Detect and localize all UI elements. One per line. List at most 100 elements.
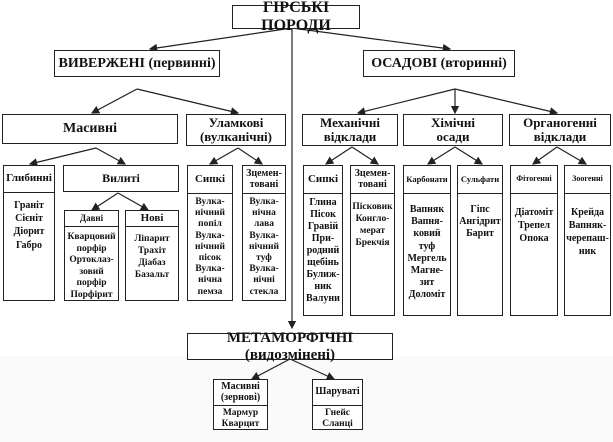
new-list: Ліпарит Трахіт Діабаз Базальт xyxy=(126,227,178,282)
phyto-header: Фітогенні xyxy=(511,166,557,194)
list-item: нічні xyxy=(253,275,275,286)
arrow-sed-organogenic xyxy=(454,88,559,116)
list-item: Булиж- xyxy=(306,269,340,280)
chemical-box: Хімічні осади xyxy=(403,114,503,146)
arrow-clastic-loose xyxy=(208,147,239,165)
old-list: Кварцовий порфір Ортоклаз- зовий порфір … xyxy=(65,227,118,301)
list-item: ник xyxy=(314,281,332,292)
list-item: нічний xyxy=(195,241,225,252)
list-item: щебінь xyxy=(307,257,339,268)
arrow-massive-deep xyxy=(28,147,97,167)
bottom-background xyxy=(0,356,613,442)
arrow-org-phyto xyxy=(532,146,558,165)
sulfates-column: Сульфати Гіпс Ангідрит Барит xyxy=(457,165,503,316)
list-item: Ортоклаз- xyxy=(69,255,114,266)
arrow-meta-layered xyxy=(289,358,336,380)
list-item: пісок xyxy=(198,253,222,264)
meta-massive-header: Масивні (зернові) xyxy=(214,380,267,406)
list-item: Вулка- xyxy=(195,230,225,241)
deep-list: Граніт Сієніт Діорит Габро xyxy=(4,193,54,252)
list-item: Вулка- xyxy=(249,230,279,241)
list-item: Сланці xyxy=(322,419,353,430)
effusive-label: Вилиті xyxy=(102,170,140,185)
old-column: Давні Кварцовий порфір Ортоклаз- зовий п… xyxy=(64,210,119,301)
meta-massive-list: Мармур Кварцит xyxy=(214,406,267,431)
new-column: Нові Ліпарит Трахіт Діабаз Базальт xyxy=(125,210,179,301)
list-item: Мергель xyxy=(407,252,447,264)
list-item: Валуни xyxy=(306,293,340,304)
list-item: Вапняк- xyxy=(568,220,607,231)
mech-cemented-column: Зцемен- товані Пісковик Конгло- мерат Бр… xyxy=(350,165,395,316)
root-box: ГІРСЬКІ ПОРОДИ xyxy=(232,0,360,34)
mech-loose-column: Сипкі Глина Пісок Гравій При- родний щеб… xyxy=(303,165,343,316)
list-item: Вапня- xyxy=(411,216,443,228)
chemical-label-1: Хімічні xyxy=(431,114,475,130)
arrow-chem-carbonates xyxy=(426,146,456,165)
meta-layered-list: Гнейс Сланці xyxy=(313,406,362,431)
organogenic-box: Органогенні відклади xyxy=(509,114,611,146)
list-item: мерат xyxy=(359,225,386,236)
organogenic-label-2: відклади xyxy=(533,129,587,144)
arrow-effusive-old xyxy=(90,192,119,211)
mechanical-label-2: відклади xyxy=(323,129,377,144)
list-item: Пісок xyxy=(310,209,336,220)
phyto-list: Діатоміт Трепел Опока xyxy=(511,194,557,245)
arrow-meta-massive xyxy=(250,358,291,380)
list-item: лава xyxy=(254,219,274,230)
clastic-cemented-column: Зцемен- товані Вулка- нічна лава Вулка- … xyxy=(242,165,286,301)
list-item: При- xyxy=(311,233,335,244)
sedimentary-label: ОСАДОВІ (вторинні) xyxy=(371,55,507,71)
clastic-label-2: (вулканічні) xyxy=(199,129,273,144)
phyto-column: Фітогенні Діатоміт Трепел Опока xyxy=(510,165,558,316)
list-item: Вулка- xyxy=(249,264,279,275)
carbonates-list: Вапняк Вапня- ковий туф Мергель Магне- з… xyxy=(404,194,450,302)
sulfates-list: Гіпс Ангідрит Барит xyxy=(458,194,502,241)
clastic-cemented-list: Вулка- нічна лава Вулка- нічний туф Вулк… xyxy=(243,194,285,298)
list-item: Ангідрит xyxy=(459,216,501,228)
arrow-root-igneous xyxy=(148,27,293,53)
carbonates-header: Карбонати xyxy=(404,166,450,194)
igneous-clastic-box: Уламкові (вулканічні) xyxy=(186,114,286,146)
list-item: Пісковик xyxy=(352,202,393,212)
list-item: Трахіт xyxy=(137,245,167,256)
list-item: Брекчія xyxy=(355,237,390,248)
arrow-chem-sulfates xyxy=(454,146,484,165)
mechanical-label-1: Механічні xyxy=(320,114,380,130)
list-item: Сієніт xyxy=(15,213,43,225)
old-header: Давні xyxy=(65,211,118,227)
metamorphic-box: МЕТАМОРФІЧНІ (видозмінені) xyxy=(187,330,393,363)
list-item: Опока xyxy=(519,233,549,244)
arrow-org-zoo xyxy=(556,146,588,165)
zoo-column: Зоогенні Крейда Вапняк- черепаш- ник xyxy=(564,165,611,316)
list-item: зит xyxy=(419,277,435,289)
list-item: Крейда xyxy=(570,207,605,218)
list-item: Мармур xyxy=(222,408,259,418)
root-title: ГІРСЬКІ ПОРОДИ xyxy=(261,0,331,34)
list-item: нічна xyxy=(252,208,276,219)
mechanical-box: Механічні відклади xyxy=(302,114,398,146)
arrow-root-sedimentary xyxy=(291,27,452,53)
list-item: Габро xyxy=(15,239,43,251)
list-item: Порфірит xyxy=(70,289,113,300)
zoo-header: Зоогенні xyxy=(565,166,610,194)
carbonates-column: Карбонати Вапняк Вапня- ковий туф Мергел… xyxy=(403,165,451,316)
arrow-massive-effusive xyxy=(95,147,127,165)
list-item: стекла xyxy=(249,286,279,297)
organogenic-label-1: Органогенні xyxy=(523,114,597,130)
list-item: Ліпарит xyxy=(134,234,170,244)
arrow-sed-mechanical xyxy=(356,88,456,116)
chemical-label-2: осади xyxy=(436,129,470,144)
list-item: Конгло- xyxy=(355,213,390,224)
mech-loose-header: Сипкі xyxy=(304,166,342,194)
clastic-cemented-header: Зцемен- товані xyxy=(243,166,285,194)
deep-column: Глибинні Граніт Сієніт Діорит Габро xyxy=(3,165,55,301)
list-item: Барит xyxy=(466,228,494,240)
sulfates-header: Сульфати xyxy=(458,166,502,194)
list-item: родний xyxy=(306,245,340,256)
list-item: Гнейс xyxy=(324,408,351,418)
list-item: Вулка- xyxy=(249,197,279,207)
clastic-loose-column: Сипкі Вулка- нічний попіл Вулка- нічний … xyxy=(187,165,233,301)
arrow-mech-loose xyxy=(324,146,353,165)
igneous-label: ВИВЕРЖЕНІ (первинні) xyxy=(58,55,216,71)
list-item: Гіпс xyxy=(470,204,490,215)
